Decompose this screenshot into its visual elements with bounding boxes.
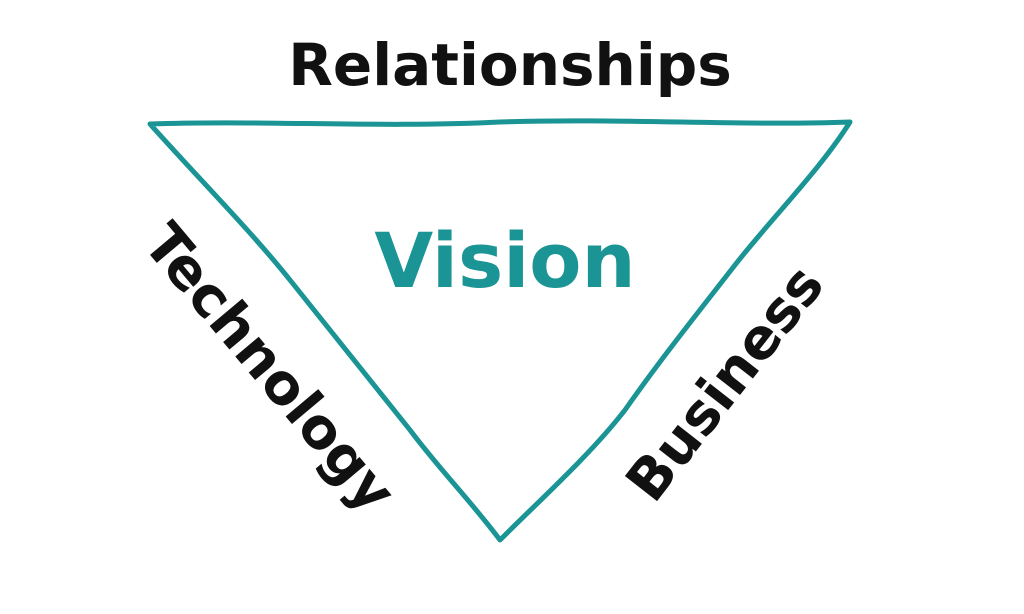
inverted-triangle-outline bbox=[147, 118, 853, 543]
top-label: Relationships bbox=[288, 31, 732, 99]
right-side-label: Business bbox=[614, 253, 837, 513]
center-label: Vision bbox=[374, 216, 635, 305]
